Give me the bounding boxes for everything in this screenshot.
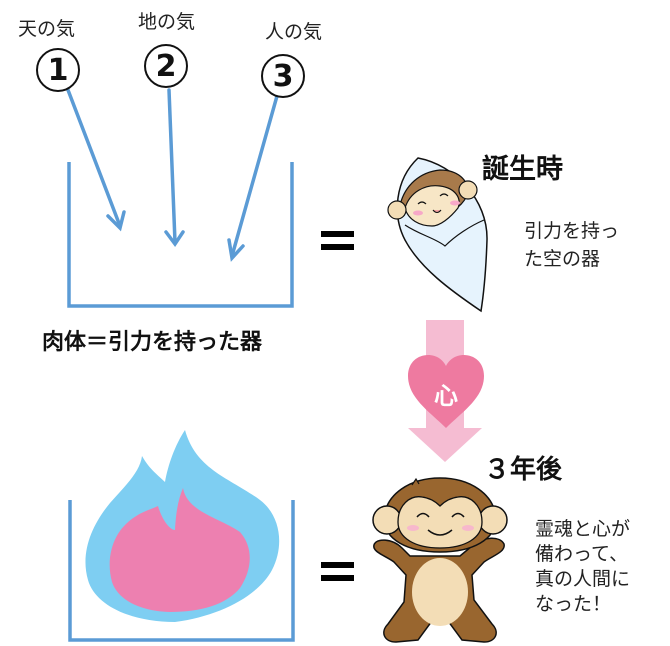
birth-description-line1: 引力を持っ [524,220,620,242]
birth-heading: 誕生時 [482,154,563,185]
three-years-heading: ３年後 [484,455,563,485]
bottom-vessel [68,500,295,642]
three-years-line4: なった！ [535,593,612,615]
equals-sign-top [321,231,354,250]
heart-icon [408,355,484,428]
label-earth-qi: 地の気 [138,11,196,33]
flame-illustration [85,430,280,622]
three-years-line2: 備わって、 [535,543,629,565]
qi-arrows [66,88,279,262]
equals-sign-bottom [321,562,354,581]
top-vessel [67,162,294,308]
body-caption: 肉体＝引力を持った器 [42,330,263,355]
label-human-qi: 人の気 [265,21,323,43]
circle-number-2: 2 [155,48,177,84]
number-circles [36,44,305,98]
label-heaven-qi: 天の気 [18,18,76,40]
three-years-line3: 真の人間に [535,568,631,590]
birth-description-line2: た空の器 [524,248,601,270]
heart-label: 心 [434,382,458,410]
three-years-line1: 霊魂と心が [535,518,631,540]
grown-monkey-illustration [372,477,508,643]
circle-number-1: 1 [47,52,69,88]
circle-number-3: 3 [272,58,294,94]
baby-monkey-illustration [387,157,488,313]
